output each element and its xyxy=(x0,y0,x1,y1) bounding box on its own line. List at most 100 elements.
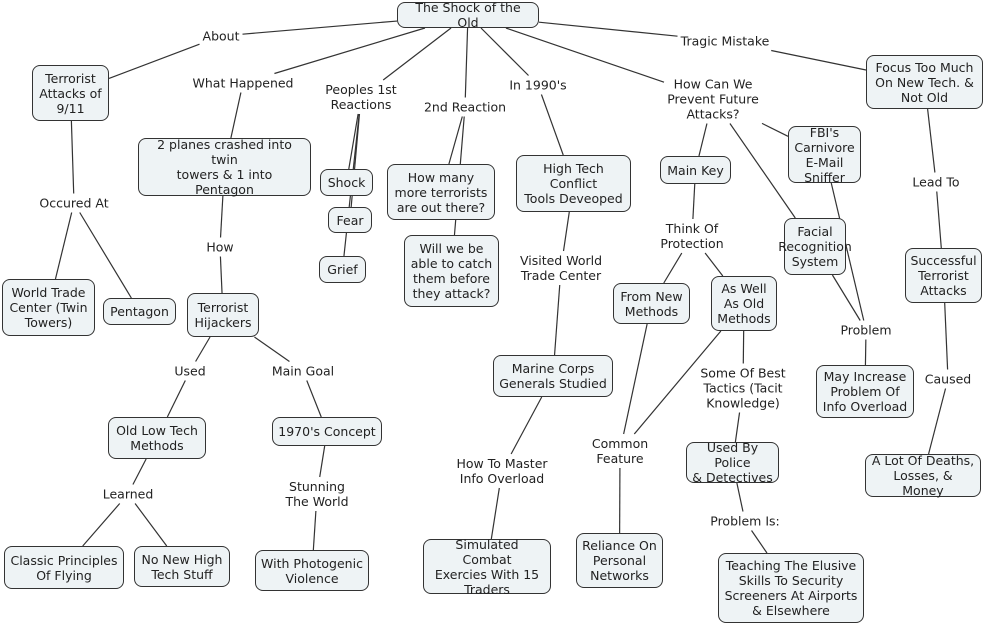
connector-focus-leadto xyxy=(927,108,936,173)
concept-how-many-terrorists[interactable]: How many more terrorists are out there? xyxy=(387,164,495,220)
connector-someofbest-usedbypolice xyxy=(734,412,741,443)
connector-tragic-focus xyxy=(771,49,867,71)
connector-occuredat-wtc xyxy=(54,212,73,280)
connector-leadto-successful xyxy=(936,191,942,249)
connector-howcanwe-mainkey xyxy=(698,123,708,157)
connector-usedbypolice-problemis xyxy=(736,482,744,512)
link-used: Used xyxy=(173,363,207,379)
concept-from-new-methods[interactable]: From New Methods xyxy=(613,283,690,324)
link-common-feature: Common Feature xyxy=(590,436,650,466)
connector-hightech-visited xyxy=(562,211,570,252)
concept-no-new-high-tech[interactable]: No New High Tech Stuff xyxy=(134,546,230,587)
connector-hijackers-used xyxy=(195,336,211,362)
concept-photogenic-violence[interactable]: With Photogenic Violence xyxy=(255,550,369,591)
connector-stunning-photogenic xyxy=(312,510,317,551)
concept-focus-too-much[interactable]: Focus Too Much On New Tech. & Not Old xyxy=(866,55,983,109)
connector-howcanwe-facial xyxy=(729,123,796,219)
connector-root-whathappened xyxy=(274,27,426,75)
link-problem-is: Problem Is: xyxy=(709,513,781,529)
link-2nd-reaction: 2nd Reaction xyxy=(422,99,508,115)
connector-problemis-teaching xyxy=(751,530,768,554)
link-what-happened: What Happened xyxy=(191,75,295,91)
connector-oldlowtech-learned xyxy=(132,458,147,485)
concept-fear[interactable]: Fear xyxy=(328,207,372,233)
concept-old-low-tech[interactable]: Old Low Tech Methods xyxy=(108,417,206,459)
link-lead-to: Lead To xyxy=(911,174,961,190)
link-occured-at: Occured At xyxy=(38,195,110,211)
link-think-of-protection: Think Of Protection xyxy=(659,221,725,251)
link-about: About xyxy=(201,28,241,44)
link-caused: Caused xyxy=(923,371,973,387)
concept-teaching-elusive-skills[interactable]: Teaching The Elusive Skills To Security … xyxy=(718,553,864,623)
connector-root-tragic xyxy=(538,21,678,37)
connector-in1990-hightech xyxy=(540,94,564,156)
concept-1970s-concept[interactable]: 1970's Concept xyxy=(272,417,382,446)
concept-grief[interactable]: Grief xyxy=(319,256,366,283)
link-visited-wtc: Visited World Trade Center xyxy=(518,253,604,283)
concept-reliance-personal-networks[interactable]: Reliance On Personal Networks xyxy=(576,533,663,588)
connector-hijackers-maingoal xyxy=(254,336,290,362)
connector-mainkey-thinkof xyxy=(692,183,696,220)
concept-main-key[interactable]: Main Key xyxy=(660,156,731,184)
concept-used-by-police[interactable]: Used By Police & Detectives xyxy=(686,440,779,485)
connector-fbi-problem xyxy=(830,182,865,321)
link-stunning-the-world: Stunning The World xyxy=(284,479,350,509)
connector-peoples1st-shock xyxy=(348,113,359,170)
connector-caused-deaths xyxy=(927,388,947,455)
connector-successful-caused xyxy=(944,302,949,370)
link-how: How xyxy=(205,239,235,255)
connector-howcanwe-fbi xyxy=(761,122,789,137)
link-some-of-best-tactics: Some Of Best Tactics (Tacit Knowledge) xyxy=(699,365,787,411)
link-learned: Learned xyxy=(101,486,155,502)
connector-fromnew-commonfeature xyxy=(623,323,648,435)
connector-visited-marine xyxy=(553,284,561,356)
link-tragic-mistake: Tragic Mistake xyxy=(679,33,771,49)
link-how-can-we-prevent: How Can We Prevent Future Attacks? xyxy=(666,76,760,122)
connector-about-attacks911 xyxy=(108,43,200,79)
connector-thinkof-fromnew xyxy=(663,252,683,284)
concept-may-increase-overload[interactable]: May Increase Problem Of Info Overload xyxy=(816,365,914,418)
connector-how-hijackers xyxy=(219,256,223,294)
concept-root[interactable]: The Shock of the Old xyxy=(397,0,539,30)
connector-root-in1990 xyxy=(480,27,529,76)
connector-concept1970-stunning xyxy=(319,445,326,478)
concept-facial-recognition[interactable]: Facial Recognition System xyxy=(778,218,852,275)
connector-reaction2-howmany xyxy=(448,116,463,165)
connector-used-oldlowtech xyxy=(166,380,186,418)
concept-world-trade-center[interactable]: World Trade Center (Twin Towers) xyxy=(2,279,95,336)
concept-planes-crashed[interactable]: 2 planes crashed into twin towers & 1 in… xyxy=(138,137,311,197)
connector-occuredat-pentagon xyxy=(79,212,132,299)
concept-high-tech-conflict-tools[interactable]: High Tech Conflict Tools Deveoped xyxy=(516,155,631,212)
concept-fbi-carnivore[interactable]: FBI's Carnivore E-Mail Sniffer xyxy=(788,125,861,185)
connector-marine-howtomaster xyxy=(510,396,543,455)
concept-shock[interactable]: Shock xyxy=(320,169,373,196)
concept-will-we-catch-them[interactable]: Will we be able to catch them before the… xyxy=(404,235,499,307)
connector-learned-classic xyxy=(82,503,121,547)
link-in-1990s: In 1990's xyxy=(508,77,568,93)
concept-successful-attacks[interactable]: Successful Terrorist Attacks xyxy=(905,248,982,303)
link-main-goal: Main Goal xyxy=(270,363,336,379)
connector-learned-nonew xyxy=(134,503,168,547)
link-problem: Problem xyxy=(839,322,893,338)
connector-aswell-commonfeature xyxy=(633,330,722,435)
concept-classic-principles[interactable]: Classic Principles Of Flying xyxy=(4,546,124,589)
connector-maingoal-concept1970 xyxy=(306,380,322,418)
connector-whathappened-planes xyxy=(230,92,242,139)
concept-terrorist-hijackers[interactable]: Terrorist Hijackers xyxy=(187,293,259,337)
concept-as-well-as-old-methods[interactable]: As Well As Old Methods xyxy=(711,276,777,331)
connector-attacks911-occuredat xyxy=(70,120,75,194)
connector-root-peoples1st xyxy=(382,27,452,81)
connector-facial-problem xyxy=(831,274,861,321)
link-peoples-1st-reactions: Peoples 1st Reactions xyxy=(324,82,398,112)
concept-marine-corps[interactable]: Marine Corps Generals Studied xyxy=(493,355,613,397)
connector-howtomaster-simulated xyxy=(490,487,500,540)
concept-terrorist-attacks-911[interactable]: Terrorist Attacks of 9/11 xyxy=(32,65,109,121)
concept-deaths-losses[interactable]: A Lot Of Deaths, Losses, & Money xyxy=(865,453,981,498)
concept-pentagon[interactable]: Pentagon xyxy=(103,298,176,325)
connector-root-howcanwe xyxy=(505,27,665,83)
concept-simulated-combat[interactable]: Simulated Combat Exercies With 15 Trader… xyxy=(423,537,551,597)
link-how-to-master: How To Master Info Overload xyxy=(455,456,549,486)
connector-root-reaction2 xyxy=(464,27,469,98)
